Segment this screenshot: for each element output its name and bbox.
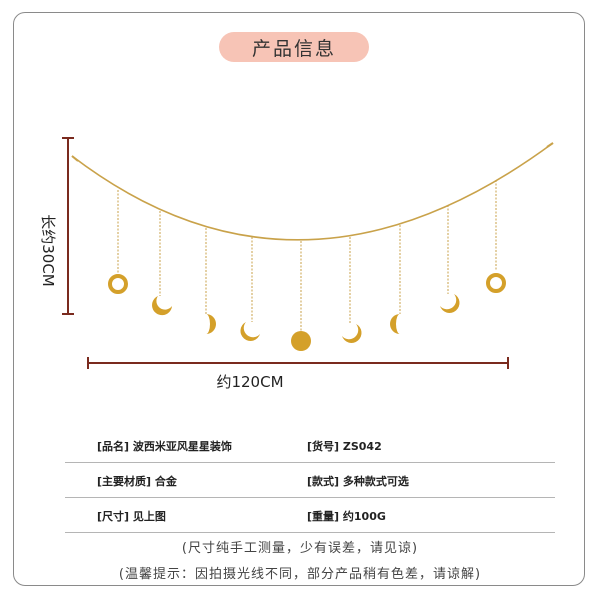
material: [主要材质] 合金 [97,475,177,488]
height-label: 长约30CM [38,213,57,287]
crescent-pendant [240,322,260,341]
style: [款式] 多种款式可选 [307,475,409,488]
note-measurement: (尺寸纯手工测量，少有误差，请见谅) [181,541,419,556]
chain-end-left [71,155,79,162]
crescent-pendant [440,294,460,313]
ring-pendant [108,274,128,294]
half-moon-pendant [390,314,400,334]
chain-end-right [546,142,554,148]
note-color: (温馨提示：因拍摄光线不同，部分产品稍有色差，请谅解) [118,567,482,582]
main-chain [71,142,554,241]
height-label-wrap: 长约30CM [28,210,68,290]
item-number: [货号] ZS042 [307,440,382,453]
width-label: 约120CM [216,373,284,391]
spec-table: [品名] 波西米亚风星星装饰 [货号] ZS042 [主要材质] 合金 [款式]… [65,428,555,533]
spec-row: [尺寸] 见上图 [重量] 约100G [65,498,555,533]
spec-row: [品名] 波西米亚风星星装饰 [货号] ZS042 [65,428,555,463]
spec-row: [主要材质] 合金 [款式] 多种款式可选 [65,463,555,498]
content-frame [13,12,585,586]
weight: [重量] 约100G [307,510,386,523]
crescent-pendant [152,296,172,316]
full-moon-pendant [291,331,311,351]
product-name: [品名] 波西米亚风星星装饰 [97,440,232,453]
half-moon-pendant [206,314,216,334]
ring-pendant [486,273,506,293]
size: [尺寸] 见上图 [97,510,166,523]
width-dimension-line [87,357,509,369]
page-title: 产品信息 [219,32,369,62]
crescent-pendant [342,324,362,343]
garland [71,142,554,351]
height-dimension-line [62,137,74,315]
